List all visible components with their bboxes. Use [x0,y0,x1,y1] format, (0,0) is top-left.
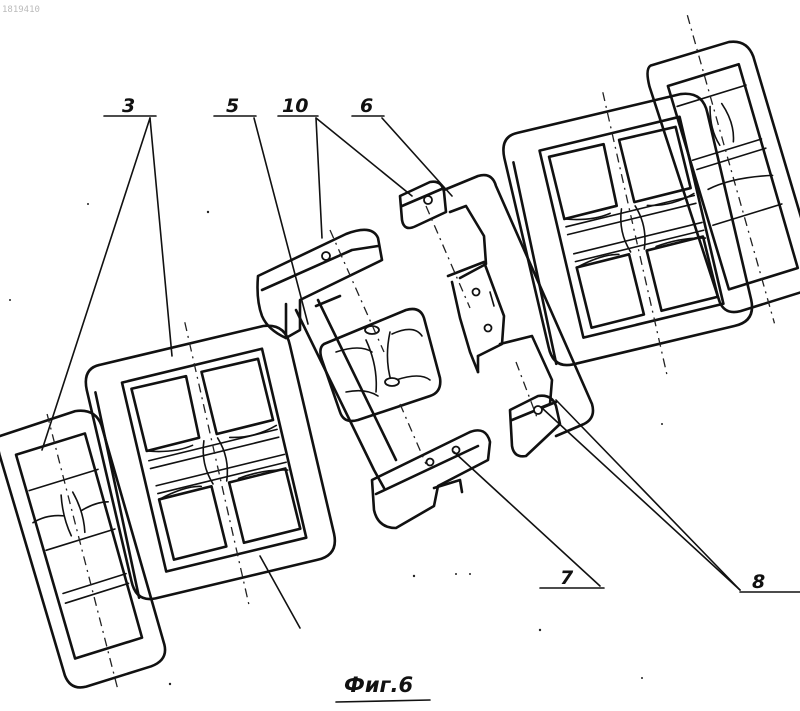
track-shoe-far-right [635,0,800,339]
label-5: 5 [226,95,239,117]
center-link-assembly [258,175,594,528]
track-shoe-left [77,301,345,629]
label-7: 7 [560,567,574,589]
track-shoe-right [495,71,763,399]
leader-lines [42,116,800,628]
figure-caption: Фиг.6 [344,673,413,697]
label-10: 10 [282,95,308,117]
label-8: 8 [752,571,765,593]
caption-underline [336,700,430,702]
label-3: 3 [122,95,135,117]
label-6: 6 [360,95,373,117]
watermark-number: 1819410 [2,5,40,15]
